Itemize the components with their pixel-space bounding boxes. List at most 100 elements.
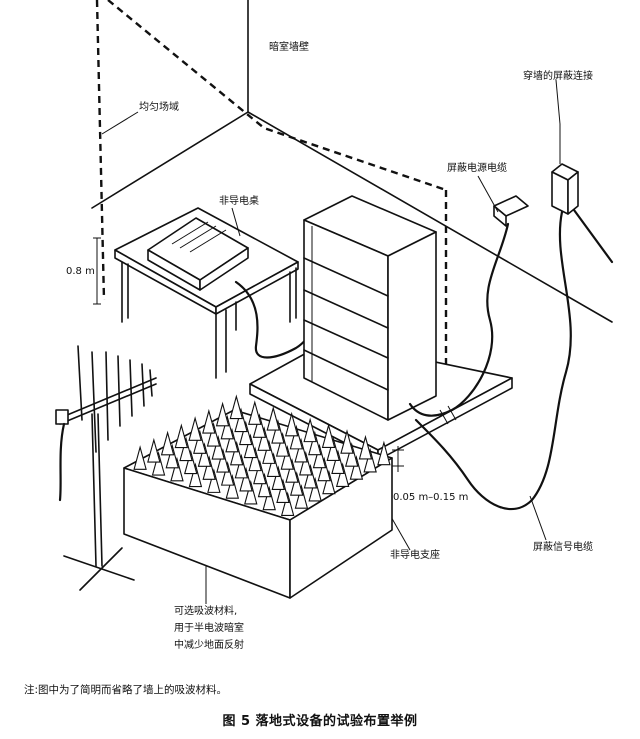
absorber-pyramid <box>377 440 391 466</box>
absorber-pyramid <box>271 419 285 444</box>
shielded-power-cable <box>408 222 510 417</box>
absorber-pyramid <box>202 455 216 480</box>
absorber-pyramid <box>349 455 364 480</box>
absorber-pyramid <box>340 429 354 454</box>
room-walls <box>91 0 613 323</box>
absorber-pyramid <box>165 443 180 469</box>
shielded-signal-cable <box>414 210 572 511</box>
label-absorber-line1: 可选吸波材料, <box>174 606 238 617</box>
label-absorber-line3: 中减少地面反射 <box>174 640 244 651</box>
label-height-08: 0.8 m <box>66 266 95 277</box>
absorber-pyramid <box>257 426 271 451</box>
absorber-pyramid <box>243 433 258 459</box>
label-nonconductive-support: 非导电支座 <box>390 550 440 561</box>
absorber-pyramid <box>225 474 240 499</box>
absorber-pyramid <box>275 432 290 457</box>
absorber-pyramid <box>257 472 272 498</box>
figure-caption: 图 5 落地式设备的试验布置举例 <box>222 714 418 729</box>
absorber-pyramid <box>216 448 230 473</box>
absorber-pyramid <box>331 449 345 475</box>
absorber-pyramid <box>197 442 212 467</box>
absorber-pyramid <box>147 437 161 463</box>
absorber-pyramid <box>215 401 230 427</box>
wall-cable-stub <box>572 208 614 264</box>
absorber-pyramid <box>289 471 304 496</box>
power-outlet <box>493 195 529 227</box>
absorber-pyramid <box>170 456 184 482</box>
absorber-pyramid <box>266 452 281 477</box>
absorber-pyramid <box>179 436 193 462</box>
absorber-pyramid <box>184 449 198 475</box>
absorber-pyramid <box>280 445 295 470</box>
absorber-pyramid <box>239 466 253 492</box>
height-dimension <box>93 237 101 305</box>
absorber-pyramid <box>321 423 336 448</box>
absorber-pyramid <box>234 453 249 479</box>
absorber-pyramid <box>229 394 244 420</box>
absorber-pyramid <box>151 450 166 476</box>
table-cable <box>234 280 314 359</box>
absorber-pyramid <box>299 450 313 476</box>
absorber-pyramid <box>285 458 299 483</box>
antenna <box>55 345 157 591</box>
absorber-pyramid <box>335 462 350 488</box>
absorber-pyramid <box>202 408 216 434</box>
absorber-pyramid <box>244 479 258 505</box>
label-shielded-signal: 屏蔽信号电缆 <box>533 542 593 553</box>
label-anechoic-wall: 暗室墙壁 <box>269 42 309 53</box>
absorber-pyramid <box>225 427 239 453</box>
absorber-pyramid <box>317 456 331 482</box>
absorber-pyramid <box>252 413 267 438</box>
absorber-pyramid <box>229 440 244 466</box>
absorber-pyramid <box>344 442 359 467</box>
absorber-pyramid <box>248 446 262 472</box>
absorber-pyramid <box>188 416 202 441</box>
absorber-pyramid <box>303 463 318 489</box>
label-height-range: 0.05 m–0.15 m <box>393 492 469 503</box>
absorber-pyramid <box>312 443 327 469</box>
absorber-pyramid <box>303 417 317 443</box>
absorber-pyramid <box>211 434 225 460</box>
absorber-pyramid <box>262 439 276 464</box>
absorber-pyramid <box>207 468 221 493</box>
absorber-pyramid <box>276 478 290 504</box>
absorber-pyramids <box>133 394 391 517</box>
absorber-pyramid <box>193 429 207 454</box>
absorber-pyramid <box>266 405 280 431</box>
absorber-pyramid <box>358 434 373 460</box>
absorber-pyramid <box>363 447 377 473</box>
absorber-pyramid <box>133 445 147 470</box>
label-nonconductive-table: 非导电桌 <box>219 196 259 207</box>
absorber-pyramid <box>326 436 340 461</box>
label-uniform-field: 均匀场域 <box>139 102 179 113</box>
absorber-pyramid <box>253 459 267 485</box>
absorber-pyramid <box>206 421 221 447</box>
absorber-pyramid <box>234 407 248 433</box>
absorber-pyramid <box>308 430 322 456</box>
absorber-pyramid <box>220 461 235 486</box>
absorber-pyramid <box>271 465 285 490</box>
label-shielded-power: 屏蔽电源电缆 <box>447 163 507 174</box>
absorber-pyramid <box>294 484 309 509</box>
absorber-pyramid <box>188 462 203 488</box>
absorber-pyramid <box>174 423 189 449</box>
absorber-pyramid <box>308 476 322 502</box>
label-absorber-line2: 用于半电波暗室 <box>174 623 244 634</box>
absorber-pyramid <box>322 469 336 495</box>
support-hatching <box>439 405 457 425</box>
absorber-pyramid <box>248 400 262 425</box>
absorber-pyramid <box>289 424 304 450</box>
absorber-pyramid <box>284 411 299 437</box>
feedthrough-box <box>551 163 579 215</box>
absorber-pyramid <box>160 430 175 456</box>
figure-note: 注:图中为了简明而省略了墙上的吸波材料。 <box>24 684 228 696</box>
absorber-pyramid <box>294 437 308 463</box>
absorber-pyramid <box>280 491 295 517</box>
label-feedthrough: 穿墙的屏蔽连接 <box>523 71 593 82</box>
absorber-pyramid <box>239 420 253 446</box>
floor-standing-cabinet <box>303 195 437 421</box>
absorber-pyramid <box>220 414 235 440</box>
support-height-dimension <box>392 446 404 472</box>
table-equipment <box>147 217 249 291</box>
